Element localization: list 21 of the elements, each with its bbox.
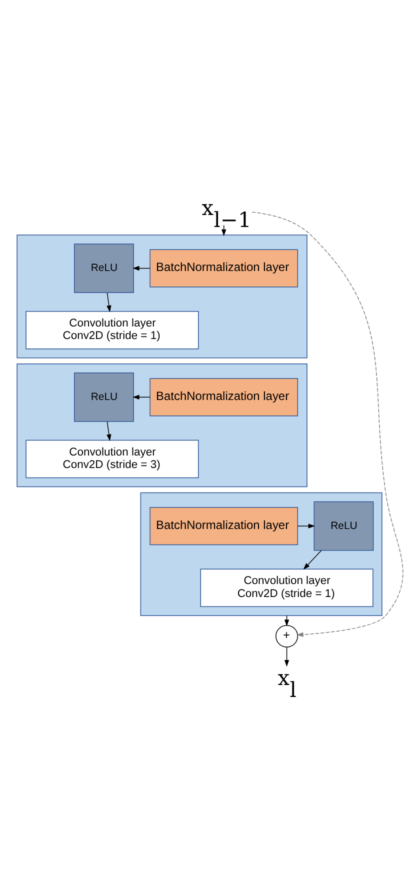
node-box: Convolution layer Conv2D (stride = 1) — [200, 568, 374, 606]
arrow — [106, 420, 112, 441]
arrow — [303, 550, 322, 570]
node-box: Convolution layer Conv2D (stride = 1) — [26, 310, 199, 349]
node-box: Convolution layer Conv2D (stride = 3) — [26, 439, 199, 478]
node-box: BatchNormalization layer — [150, 506, 298, 545]
cluster — [16, 234, 308, 358]
arrow — [297, 523, 316, 528]
node-box: BatchNormalization layer — [150, 378, 298, 416]
cluster — [140, 492, 382, 616]
arrow — [284, 646, 290, 666]
node-box: BatchNormalization layer — [150, 248, 298, 287]
arrow — [106, 292, 112, 312]
node-box: ReLU — [314, 500, 374, 550]
arrow — [252, 211, 404, 636]
arrow — [132, 394, 150, 400]
node-circle: + — [276, 624, 298, 647]
cluster — [16, 362, 308, 487]
node-box: ReLU — [74, 243, 134, 293]
arrow — [132, 265, 150, 270]
node-box: ReLU — [74, 372, 134, 422]
